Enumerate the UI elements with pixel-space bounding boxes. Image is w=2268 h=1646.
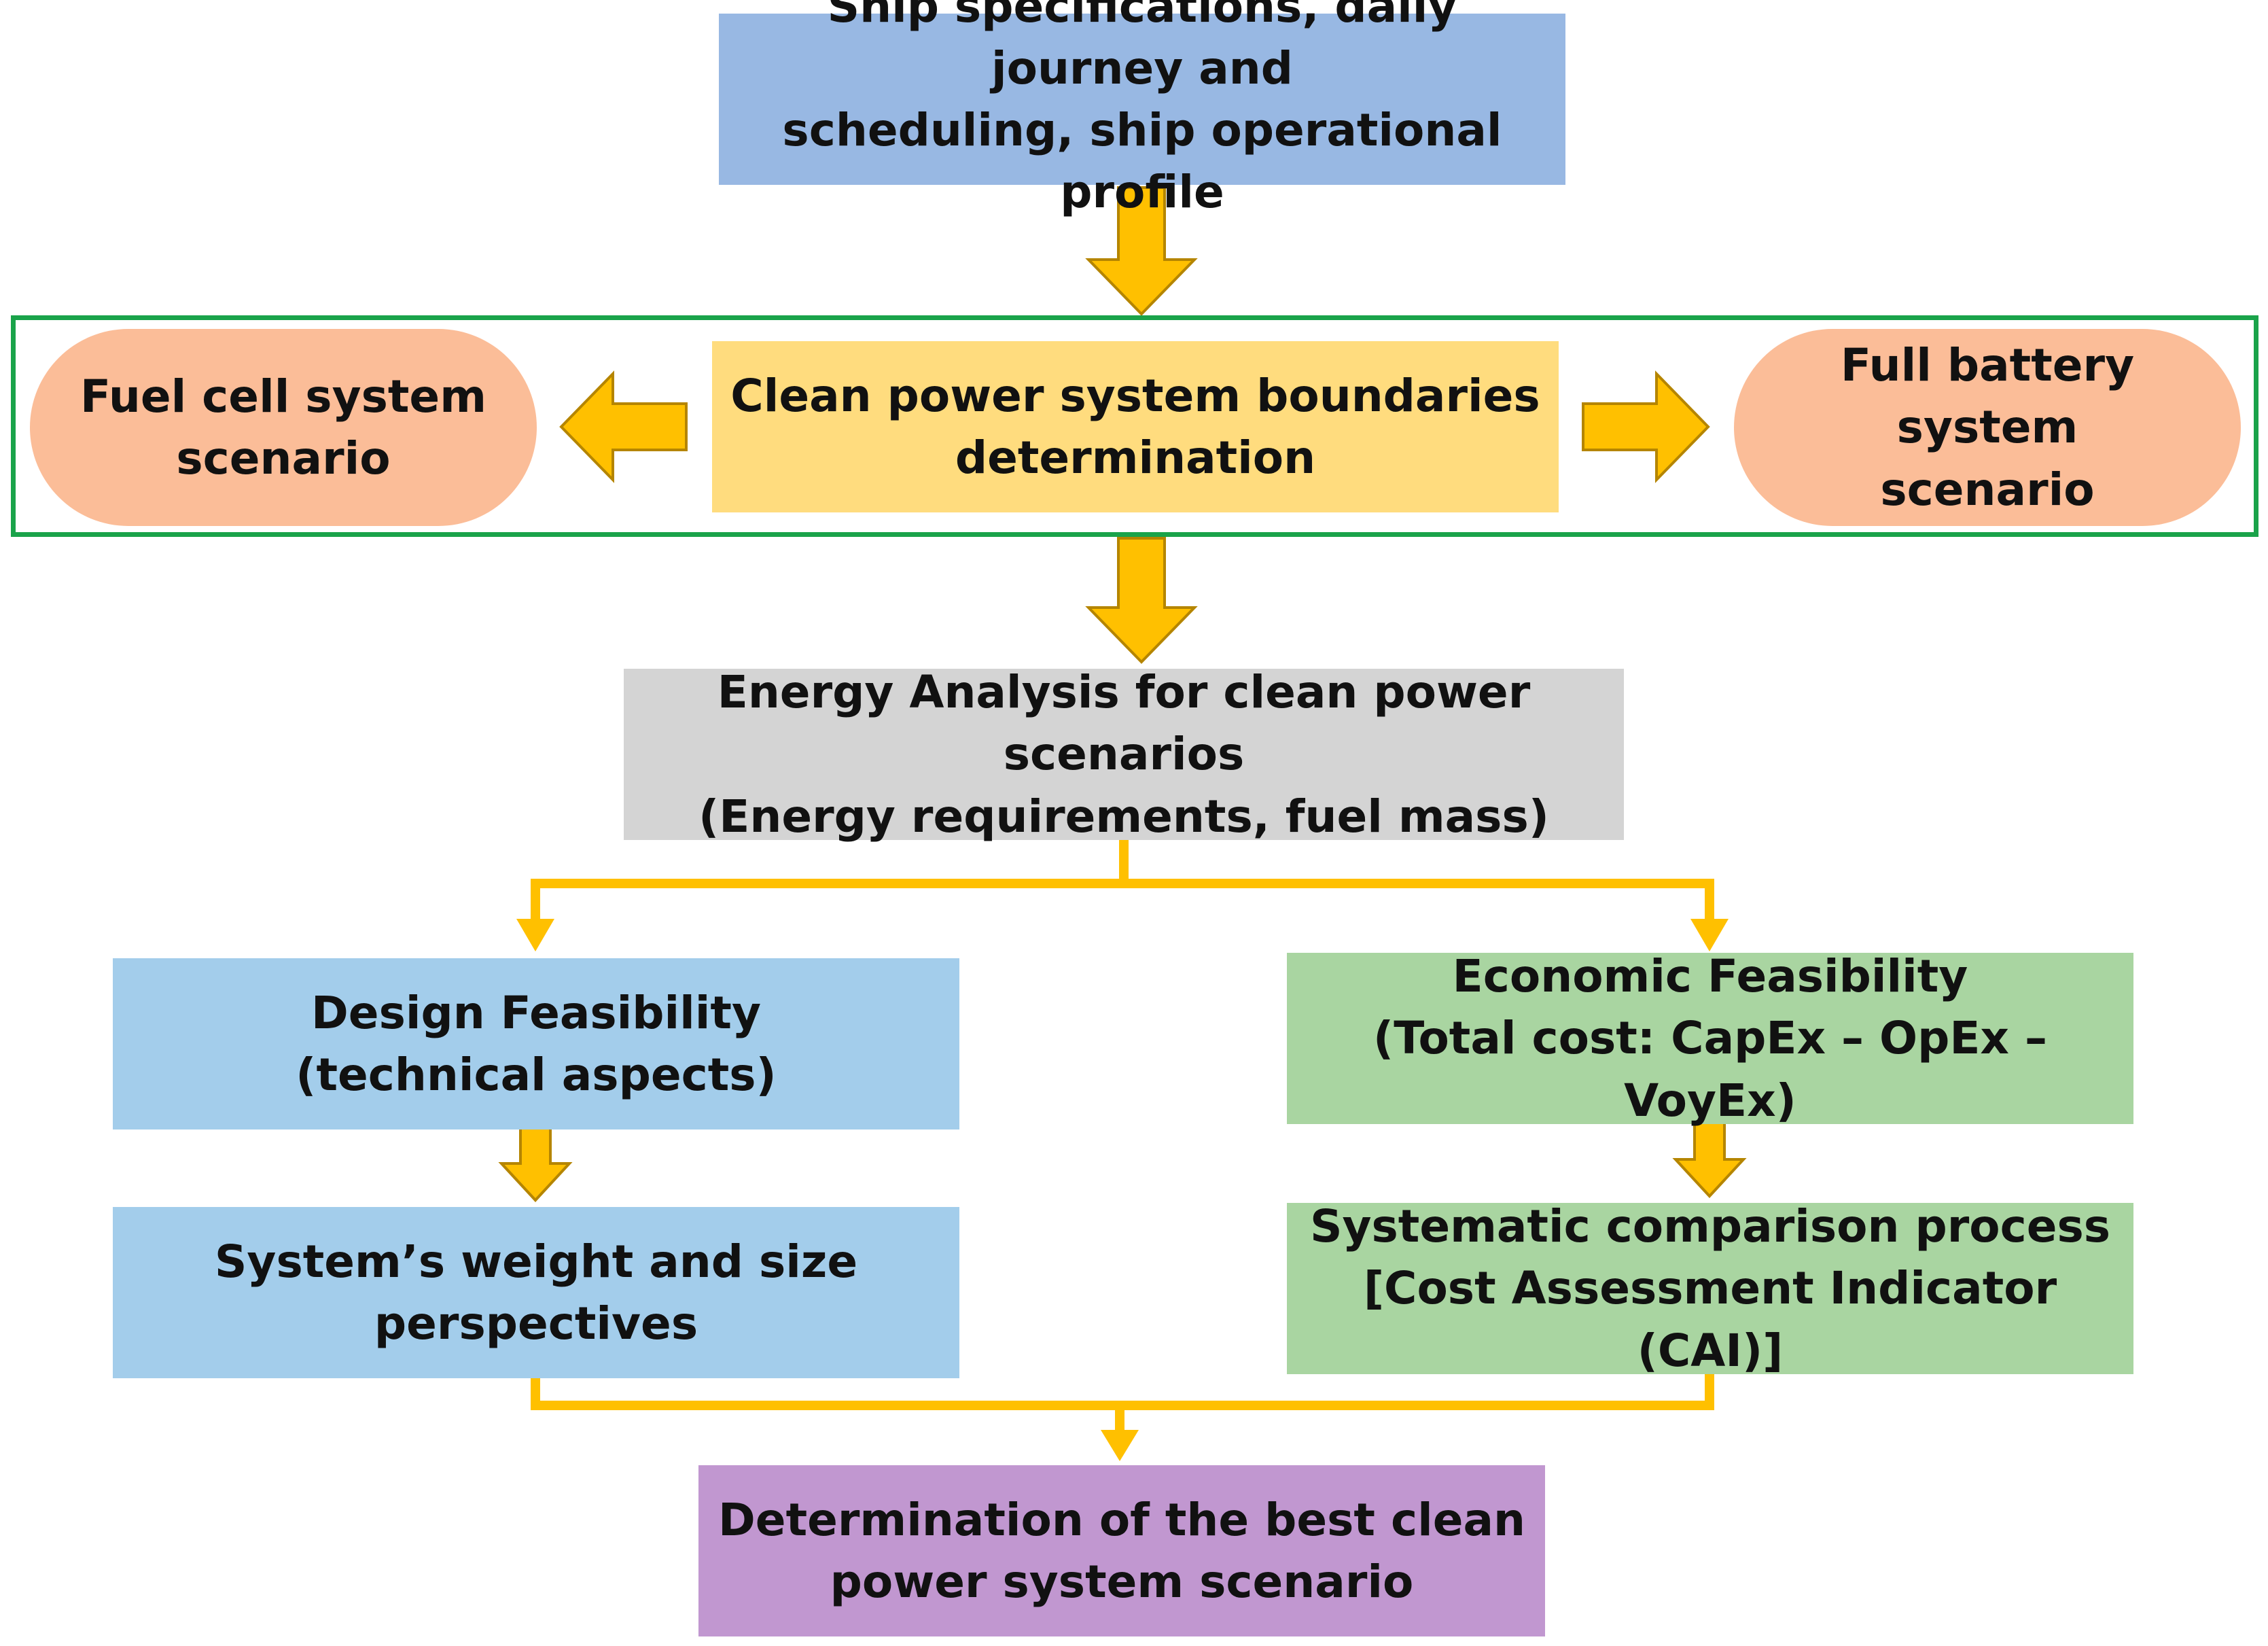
design-line-2: (technical aspects) xyxy=(296,1049,777,1101)
design-feasibility-box: Design Feasibility (technical aspects) xyxy=(113,958,959,1130)
comparison-line-2: [Cost Assessment Indicator (CAI)] xyxy=(1363,1262,2057,1377)
boundaries-line-2: determination xyxy=(955,432,1316,484)
final-determination-box: Determination of the best clean power sy… xyxy=(698,1465,1545,1636)
economic-line-2: (Total cost: CapEx – OpEx – VoyEx) xyxy=(1373,1012,2047,1127)
battery-line-1: Full battery system xyxy=(1840,339,2135,454)
fuel-cell-scenario-pill: Fuel cell system scenario xyxy=(30,329,537,526)
merge-arrowhead xyxy=(1101,1430,1139,1461)
energy-line-2: (Energy requirements, fuel mass) xyxy=(698,790,1549,843)
battery-line-2: scenario xyxy=(1880,463,2095,516)
down-arrow-design-to-weight xyxy=(498,1119,573,1202)
final-line-1: Determination of the best clean xyxy=(718,1493,1525,1546)
final-line-2: power system scenario xyxy=(830,1556,1414,1608)
down-arrow-inputs-to-boundaries xyxy=(1085,186,1198,316)
split-arrowhead-left xyxy=(516,919,554,951)
energy-analysis-box: Energy Analysis for clean power scenario… xyxy=(624,666,1624,843)
fuel-cell-line-1: Fuel cell system xyxy=(80,370,486,423)
ship-inputs-box: Ship specifications, daily journey and s… xyxy=(719,0,1565,218)
economic-feasibility-box: Economic Feasibility (Total cost: CapEx … xyxy=(1287,950,2133,1127)
ship-inputs-line-1: Ship specifications, daily journey and xyxy=(827,0,1457,94)
weight-line-1: System’s weight and size perspectives xyxy=(214,1235,858,1350)
down-arrow-boundaries-to-energy xyxy=(1085,537,1198,664)
split-arrowhead-right xyxy=(1690,919,1729,951)
weight-size-box: System’s weight and size perspectives xyxy=(113,1207,959,1378)
ship-inputs-line-2: scheduling, ship operational profile xyxy=(782,104,1502,219)
comparison-line-1: Systematic comparison process xyxy=(1309,1200,2111,1253)
left-arrow-to-fuel-cell xyxy=(559,370,688,483)
fuel-cell-line-2: scenario xyxy=(176,432,391,485)
energy-line-1: Energy Analysis for clean power scenario… xyxy=(717,666,1531,781)
comparison-process-box: Systematic comparison process [Cost Asse… xyxy=(1287,1200,2133,1377)
battery-scenario-pill: Full battery system scenario xyxy=(1734,329,2241,526)
right-arrow-to-battery xyxy=(1582,370,1710,483)
design-line-1: Design Feasibility xyxy=(311,986,761,1039)
economic-line-1: Economic Feasibility xyxy=(1452,950,1968,1003)
boundaries-box: Clean power system boundaries determinat… xyxy=(712,341,1559,512)
scenario-group-frame xyxy=(11,315,2258,537)
boundaries-line-1: Clean power system boundaries xyxy=(730,369,1540,422)
